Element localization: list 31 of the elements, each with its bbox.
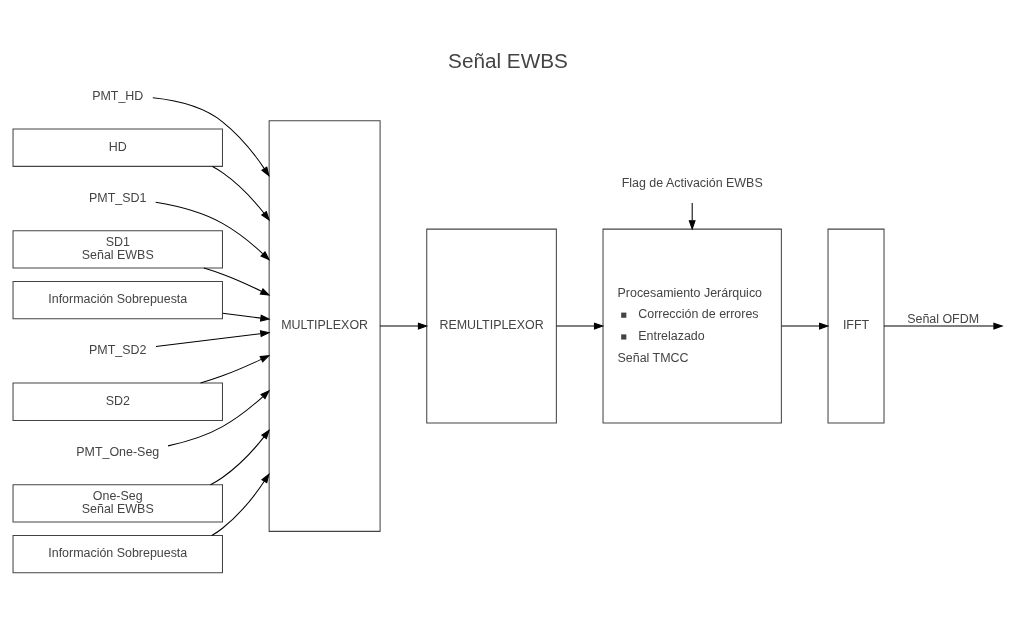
- arrow: [556, 321, 605, 330]
- node-text: PMT_HD: [92, 88, 144, 103]
- node-box: SD2: [12, 382, 223, 421]
- edge-label: Señal OFDM: [907, 311, 980, 326]
- node-box: REMULTIPLEXOR: [426, 228, 557, 424]
- node-text: PMT_SD1: [89, 190, 147, 205]
- arrow: [781, 321, 830, 330]
- node-box: HD: [12, 128, 223, 167]
- node-box: One-Seg Señal EWBS: [12, 483, 223, 523]
- arrow: [155, 201, 271, 261]
- arrow: [167, 389, 271, 446]
- node-box: MULTIPLEXOR: [268, 119, 381, 532]
- arrow: [379, 321, 429, 330]
- arrow: [211, 165, 271, 221]
- node-box: Información Sobrepuesta: [12, 280, 223, 319]
- arrow: [209, 428, 271, 485]
- node-box: SD1 Señal EWBS: [12, 229, 223, 269]
- node-text: PMT_One-Seg: [76, 444, 160, 459]
- node-box: Procesamiento Jerárquico Corrección de errores Entrelazado Señal TMCC: [602, 228, 782, 424]
- arrow: [222, 312, 271, 322]
- arrow: [688, 201, 696, 231]
- node-box: Información Sobrepuesta: [12, 534, 223, 573]
- node-text: Flag de Activación EWBS: [621, 175, 763, 190]
- node-box: IFFT: [827, 228, 885, 424]
- node-text: PMT_SD2: [89, 342, 147, 357]
- arrow: [152, 96, 270, 177]
- arrow: [200, 354, 271, 384]
- arrow: [155, 329, 271, 347]
- arrow: [883, 321, 1004, 330]
- diagram-title: Señal EWBS: [448, 48, 568, 72]
- arrow: [211, 472, 270, 536]
